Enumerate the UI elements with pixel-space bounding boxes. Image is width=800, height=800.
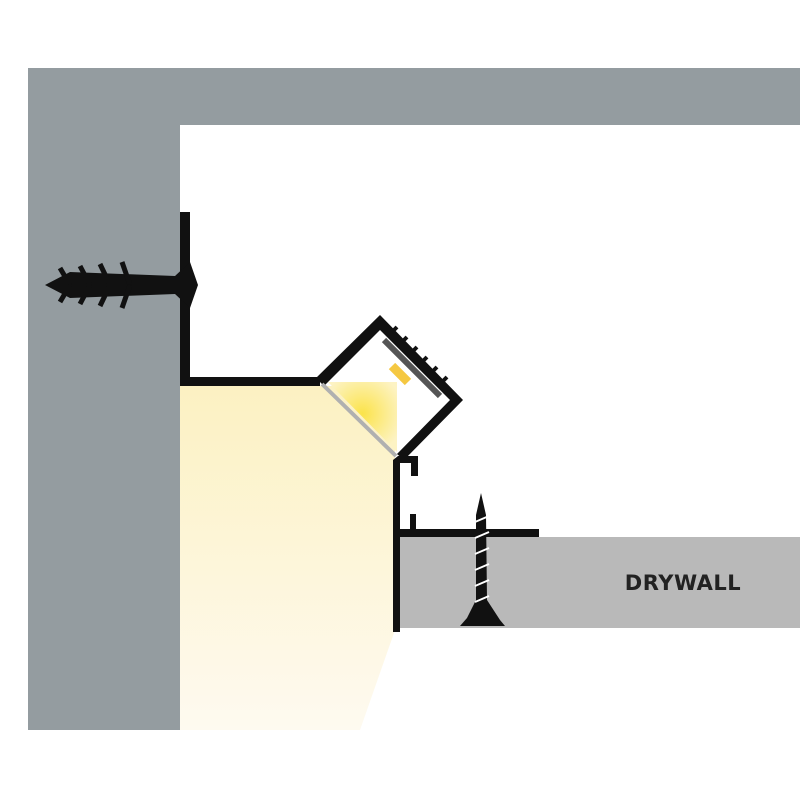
led-strip (381, 337, 443, 399)
light-hotspot (328, 382, 397, 452)
drywall-label: DRYWALL (625, 571, 741, 595)
diffuser (320, 382, 398, 458)
drywall-screw-icon (460, 493, 505, 626)
wall-anchor-icon (45, 261, 198, 309)
drywall-board (400, 537, 800, 628)
side-wall (28, 68, 180, 730)
led-chip (388, 362, 412, 386)
light-glow (180, 386, 395, 730)
